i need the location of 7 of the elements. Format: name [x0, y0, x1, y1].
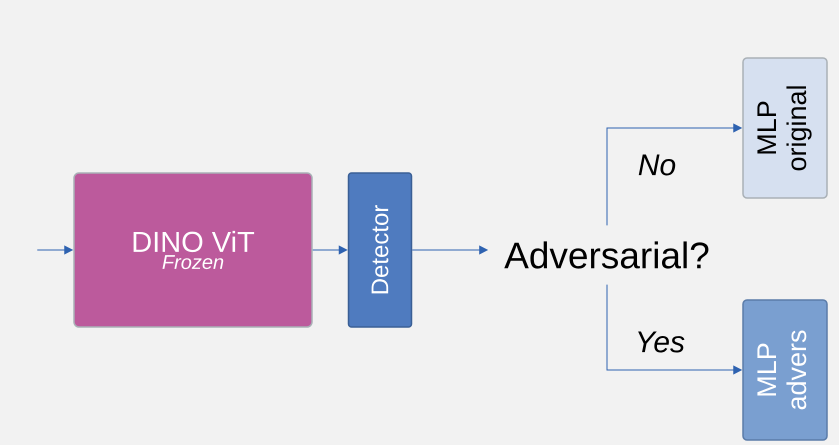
classifier-box: MLP original	[742, 57, 828, 199]
edge-label: Yes	[634, 330, 686, 354]
classifier-box: MLP advers	[742, 299, 828, 441]
process-box: DINO ViT Frozen	[73, 172, 313, 328]
edge-label: No	[636, 154, 678, 176]
detector-box: Detector	[348, 172, 412, 328]
decision-text: Adversarial?	[504, 241, 708, 269]
